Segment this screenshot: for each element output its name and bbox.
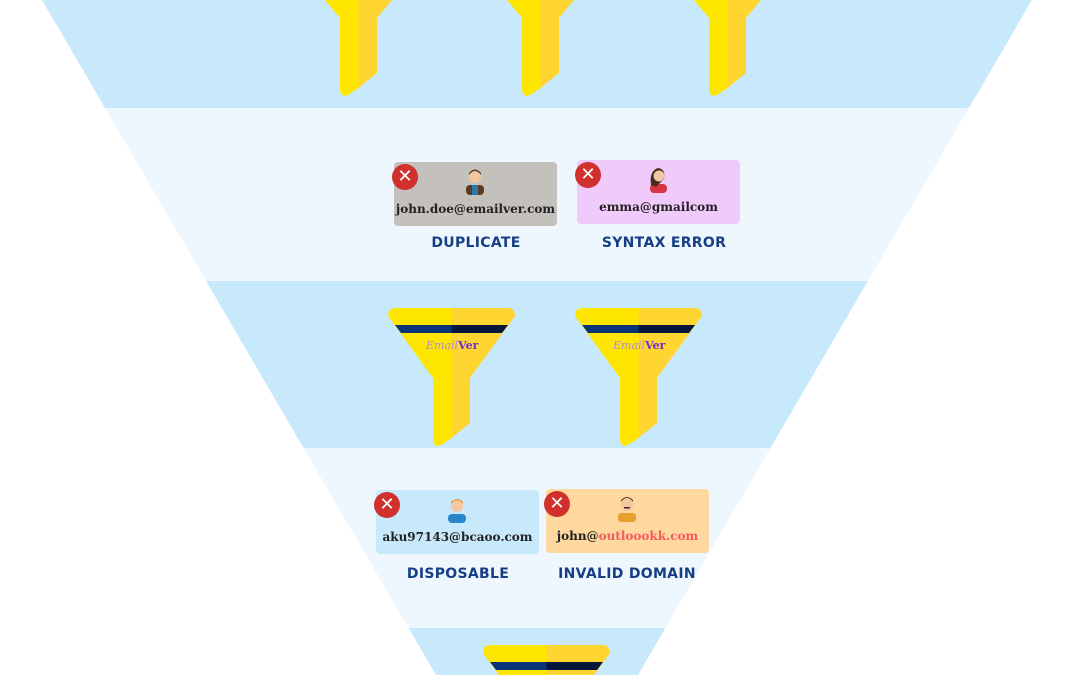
stage-band [42, 448, 1032, 628]
funnel-icon [575, 308, 702, 446]
avatar [466, 169, 484, 195]
category-label: DISPOSABLE [406, 566, 510, 582]
funnel-icon [483, 645, 610, 675]
email-text: john.doe@emailver.com [395, 202, 556, 216]
brand-logo: EmailVer [426, 339, 479, 352]
email-card-syntax-error: ✕ emma@gmailcom [575, 160, 740, 224]
email-text: aku97143@bcaoo.com [382, 530, 533, 544]
funnel-icon [388, 308, 515, 446]
avatar [448, 499, 466, 523]
email-card-duplicate: ✕ john.doe@emailver.com [392, 162, 557, 226]
email-card-invalid-domain: ✕ john@outloookk.com [544, 489, 709, 553]
email-text: john@outloookk.com [556, 529, 699, 543]
close-icon: ✕ [575, 162, 601, 188]
close-icon: ✕ [374, 492, 400, 518]
category-label: DUPLICATE [431, 235, 521, 251]
funnel-icon [507, 0, 574, 96]
email-text: emma@gmailcom [599, 200, 718, 214]
funnel-icon [325, 0, 392, 96]
brand-logo: EmailVer [613, 339, 666, 352]
close-icon: ✕ [544, 491, 570, 517]
avatar [618, 497, 636, 522]
avatar [650, 168, 667, 193]
email-card-disposable: ✕ aku97143@bcaoo.com [374, 490, 539, 554]
category-label: SYNTAX ERROR [601, 235, 727, 251]
funnel-icon [694, 0, 761, 96]
stage-band [42, 281, 1032, 448]
close-icon: ✕ [392, 164, 418, 190]
category-label: INVALID DOMAIN [558, 566, 696, 582]
